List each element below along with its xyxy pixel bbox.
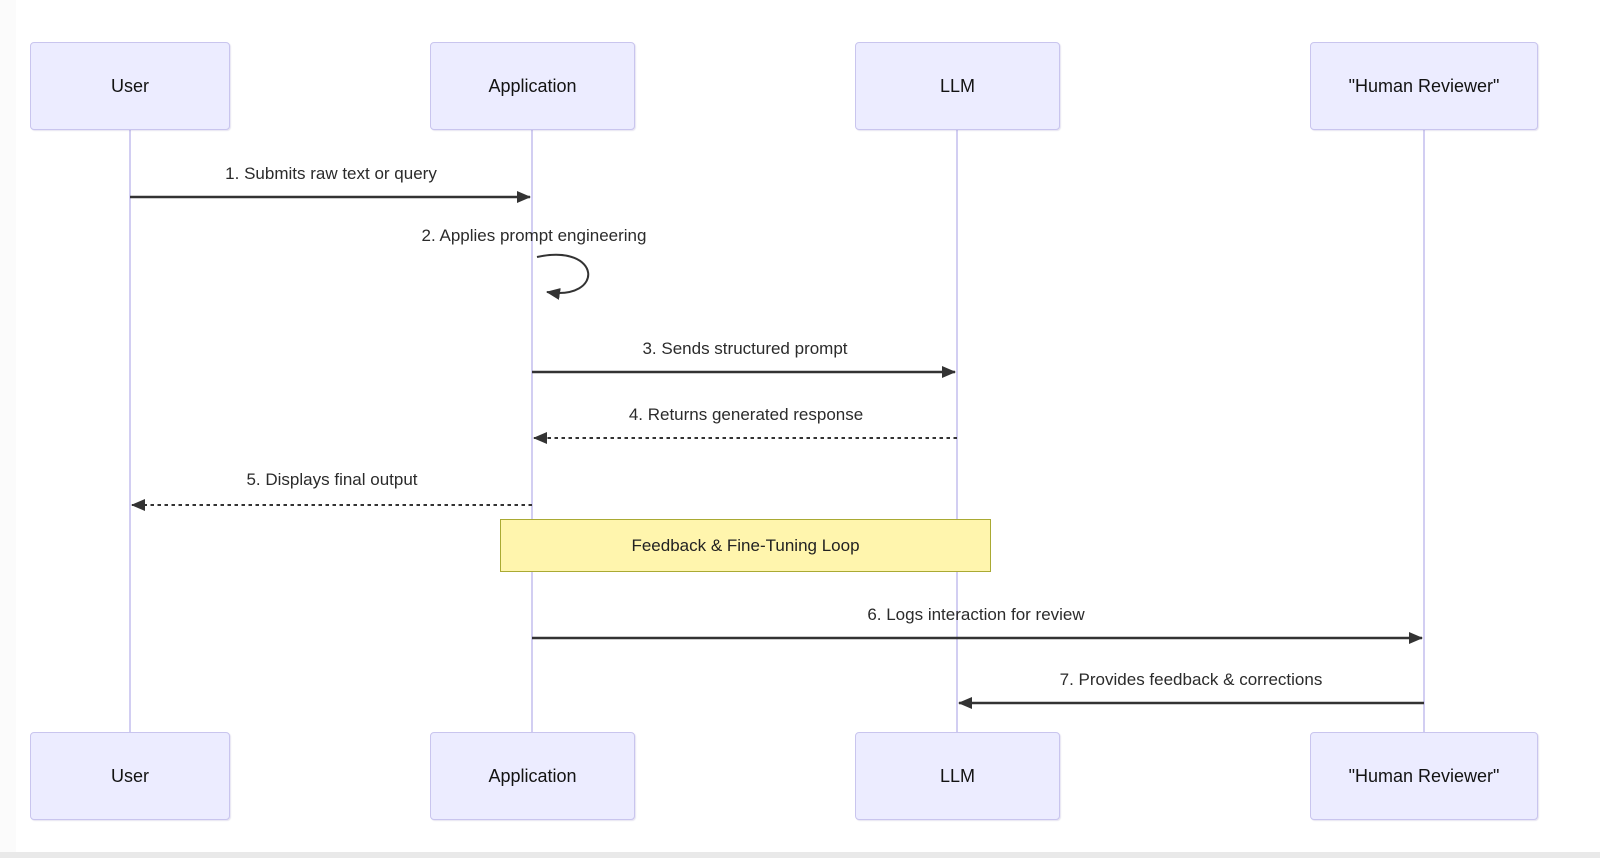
message-3-label: 3. Sends structured prompt bbox=[642, 339, 848, 358]
actor-bottom-human-reviewer: "Human Reviewer" bbox=[1310, 732, 1538, 820]
message-4-label: 4. Returns generated response bbox=[628, 405, 864, 424]
page-left-edge bbox=[0, 0, 16, 858]
message-7-label: 7. Provides feedback & corrections bbox=[1059, 670, 1323, 689]
actor-bottom-llm: LLM bbox=[855, 732, 1060, 820]
lifeline-application bbox=[531, 130, 533, 732]
message-2-self-loop-arrow bbox=[536, 254, 590, 300]
message-6-label: 6. Logs interaction for review bbox=[867, 605, 1085, 624]
actor-top-llm: LLM bbox=[855, 42, 1060, 130]
message-5-label: 5. Displays final output bbox=[246, 470, 418, 489]
page-bottom-edge bbox=[0, 852, 1600, 858]
note-box: Feedback & Fine-Tuning Loop bbox=[500, 519, 991, 572]
lifeline-user bbox=[129, 130, 131, 732]
actor-bottom-application: Application bbox=[430, 732, 635, 820]
actor-top-user: User bbox=[30, 42, 230, 130]
lifeline-llm bbox=[956, 130, 958, 732]
actor-top-human-reviewer: "Human Reviewer" bbox=[1310, 42, 1538, 130]
actor-bottom-user: User bbox=[30, 732, 230, 820]
actor-top-application: Application bbox=[430, 42, 635, 130]
lifeline-human-reviewer bbox=[1423, 130, 1425, 732]
message-1-label: 1. Submits raw text or query bbox=[225, 164, 437, 183]
message-2-label: 2. Applies prompt engineering bbox=[421, 226, 647, 245]
